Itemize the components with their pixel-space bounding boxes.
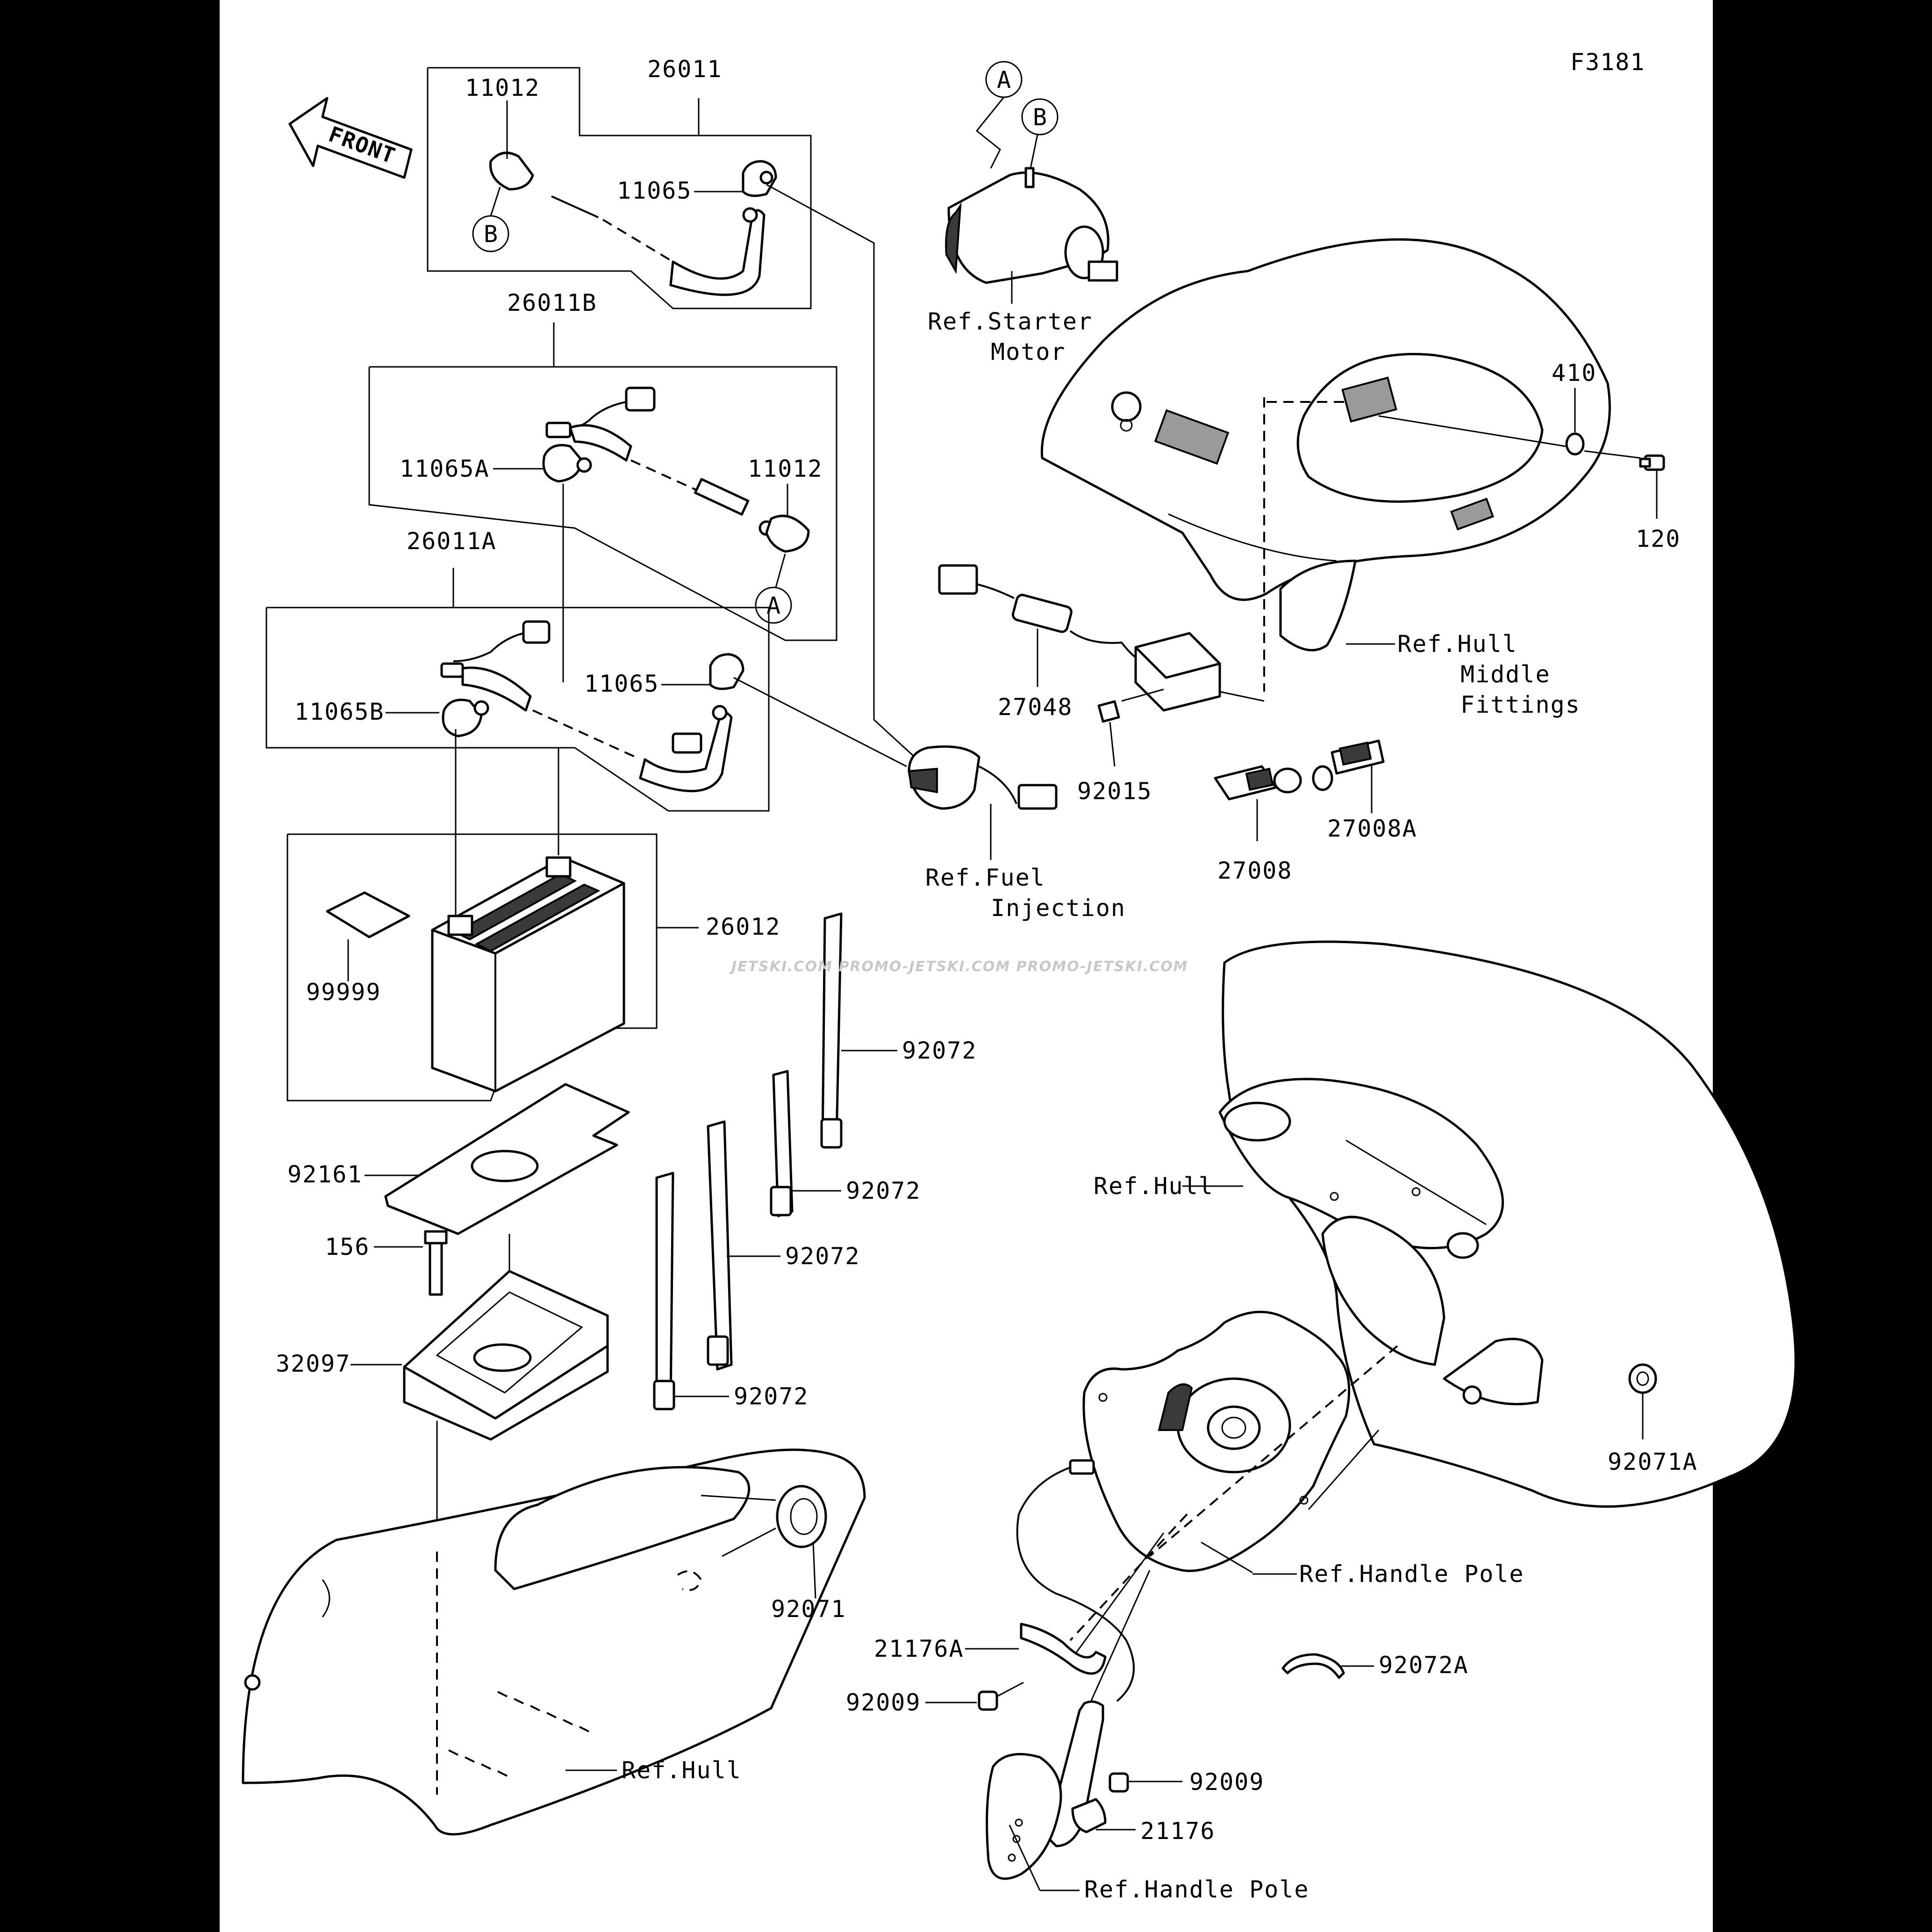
washer-410 [1565,432,1585,456]
hull-middle-fittings [1040,238,1611,651]
figure-code: F3181 [1570,49,1646,76]
label-27008a: 27008A [1327,815,1417,842]
label-120: 120 [1636,525,1681,552]
callout-b-starter: B [1021,98,1059,136]
label-27008: 27008 [1217,857,1293,884]
handle-pole-plate [1082,1310,1351,1572]
label-99999: 99999 [306,979,381,1006]
label-92071: 92071 [771,1596,846,1623]
label-ref-hull-mid-3: Fittings [1460,691,1581,718]
label-ref-fuel-1: Ref.Fuel [925,864,1045,891]
label-92072-d: 92072 [734,1383,809,1410]
label-26011a: 26011A [407,528,497,555]
grommet-92071 [776,1485,827,1548]
fuel-injection-connector [908,745,1058,810]
label-11065b: 11065B [294,698,385,725]
label-ref-hull-mid-2: Middle [1460,661,1551,688]
callout-b-top: B [472,215,509,252]
label-11012-mid: 11012 [748,455,823,482]
label-92009-b: 92009 [1189,1768,1265,1796]
label-92015: 92015 [1077,778,1152,805]
cable-assembly-26011a [265,568,770,812]
label-11065-mid: 11065 [584,670,659,697]
battery-26012 [286,833,699,1102]
label-21176: 21176 [1140,1818,1216,1845]
clip-21176 [1071,1798,1107,1833]
clamp-92072a [1281,1653,1345,1679]
label-ref-hull-mid-1: Ref.Hull [1397,630,1517,658]
hull-right [1218,940,1797,1508]
label-92161: 92161 [287,1161,363,1188]
cable-assembly-26011 [427,67,812,309]
handle-pole-bottom [986,1700,1104,1880]
hull-holes [448,1691,589,1777]
strap-92072-c [707,1120,733,1371]
label-27048: 27048 [998,694,1073,721]
label-11065-top: 11065 [617,177,692,204]
cable-assembly-26011b [368,322,837,641]
label-11065a: 11065A [400,455,490,482]
label-92009-a: 92009 [846,1689,921,1716]
battery-case-32097 [403,1270,609,1441]
key-27008 [1214,765,1302,801]
label-410: 410 [1552,359,1596,386]
watermark-text: JETSKI.COM PROMO-JETSKI.COM PROMO-JETSKI… [729,959,1188,975]
callout-a-top: A [985,61,1023,98]
grommet-92071a [1628,1363,1657,1394]
label-92072-a: 92072 [902,1037,977,1064]
label-26012: 26012 [706,913,781,940]
label-92072-c: 92072 [785,1243,860,1270]
strap-92072-b [770,1070,794,1217]
label-ref-fuel-2: Injection [991,894,1126,922]
screw-120 [1639,454,1665,471]
hull-bottom-left [242,1448,866,1836]
label-ref-handle-pole-2: Ref.Handle Pole [1084,1876,1309,1903]
label-ref-starter-2: Motor [991,338,1066,365]
svg-text:B: B [484,221,499,248]
svg-text:A: A [997,66,1012,93]
strap-92072-d [653,1172,675,1410]
label-26011: 26011 [647,56,723,83]
callout-a-mid: A [755,587,792,624]
screw-92009-a [978,1682,1024,1711]
relay-27048 [938,564,1221,712]
label-92072a: 92072A [1379,1652,1469,1679]
label-11012-top: 11012 [465,74,540,101]
strap-92072-a [820,912,843,1149]
screw-92009-b [1109,1772,1129,1793]
label-92071a: 92071A [1608,1448,1698,1475]
battery-tray-92161 [384,1083,630,1235]
svg-text:B: B [1033,104,1048,131]
front-arrow-icon: FRONT [288,97,413,179]
label-26011b: 26011B [507,289,597,316]
label-156: 156 [325,1233,370,1260]
nut-92015 [1097,700,1120,723]
key-27008a [1312,739,1385,791]
label-ref-handle-pole-1: Ref.Handle Pole [1299,1560,1524,1588]
starter-motor [945,167,1118,284]
label-ref-starter-1: Ref.Starter [928,308,1093,335]
cable-21176a [1016,1459,1135,1702]
label-ref-hull-bottom: Ref.Hull [622,1757,742,1784]
bolt-156 [424,1230,448,1296]
label-32097: 32097 [276,1350,351,1377]
label-21176a: 21176A [874,1635,964,1662]
label-92072-b: 92072 [846,1177,921,1204]
